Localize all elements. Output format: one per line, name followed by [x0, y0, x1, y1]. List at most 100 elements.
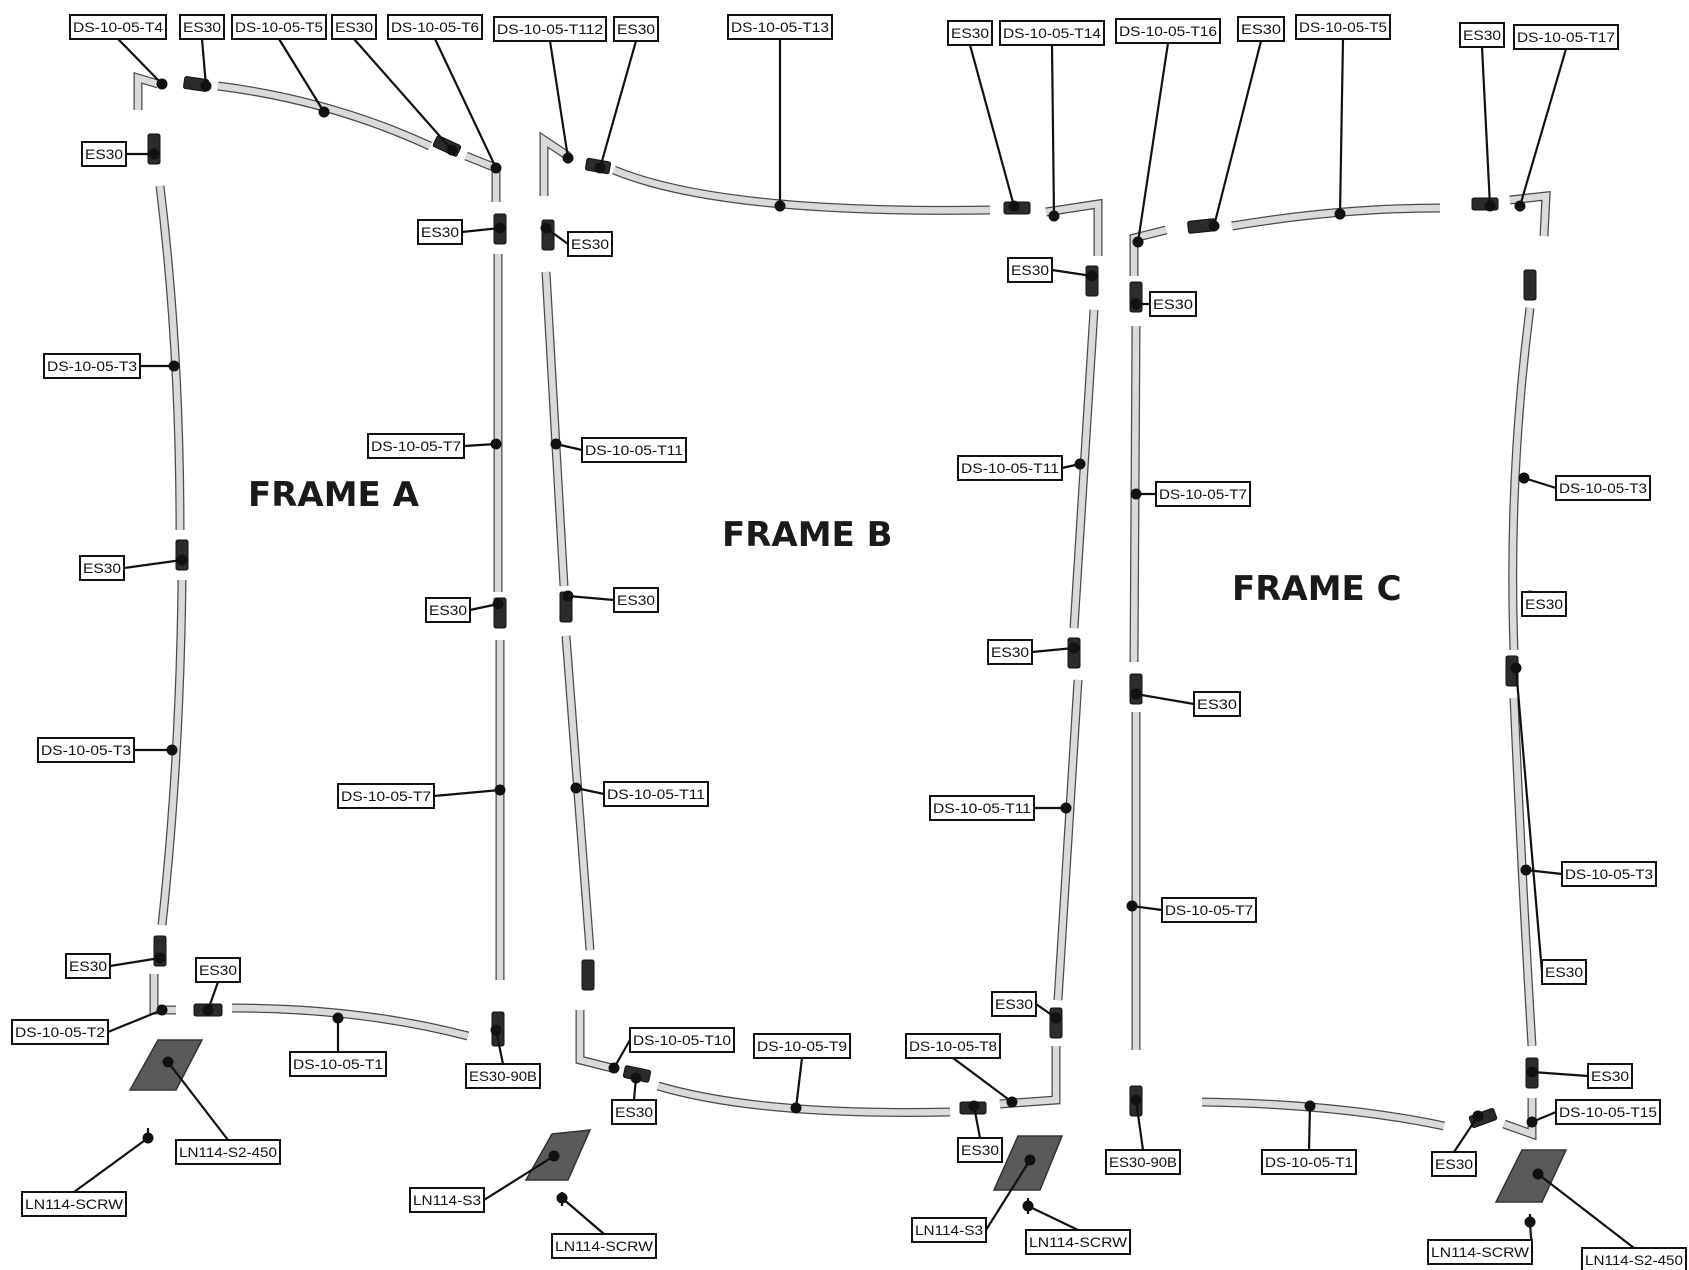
- leader-dot: [570, 782, 582, 794]
- callout-box: [289, 1051, 387, 1077]
- part-callout: DS-10-05-T7: [337, 783, 506, 809]
- part-callout: ES30: [594, 16, 659, 174]
- leader-line: [1027, 1205, 1079, 1231]
- callout-box: [613, 16, 659, 42]
- part-label: DS-10-05-T17: [1517, 29, 1615, 45]
- part-label: DS-10-05-T11: [585, 442, 683, 458]
- part-label: LN114-SCRW: [1431, 1244, 1530, 1260]
- part-callout: DS-10-05-T17: [1513, 24, 1619, 212]
- callout-box: [1541, 959, 1587, 985]
- part-label: ES30: [1545, 964, 1583, 980]
- part-label: DS-10-05-T3: [41, 742, 131, 758]
- part-label: ES30: [617, 21, 655, 37]
- callout-box: [1193, 691, 1241, 717]
- part-label: ES30: [615, 1104, 653, 1120]
- leader-line: [1136, 42, 1170, 243]
- part-label: ES30: [1525, 596, 1563, 612]
- part-callout: DS-10-05-T4: [69, 14, 168, 90]
- callout-box: [1155, 481, 1251, 507]
- part-label: LN114-SCRW: [555, 1238, 654, 1254]
- part-label: ES30: [1197, 696, 1237, 712]
- part-label: DS-10-05-T1: [293, 1056, 383, 1072]
- part-callout: LN114-SCRW: [1427, 1216, 1536, 1265]
- leader-dot: [490, 1024, 502, 1036]
- part-callout: ES30: [611, 1072, 657, 1125]
- leader-dot: [1532, 1168, 1544, 1180]
- part-callout: LN114-S3: [409, 1150, 560, 1213]
- leader-dot: [1526, 1116, 1538, 1128]
- callout-box: [567, 231, 613, 257]
- part-label: DS-10-05-T11: [607, 786, 705, 802]
- part-callout: ES30: [331, 14, 458, 156]
- part-callout: ES30: [947, 20, 1020, 212]
- leader-dot: [318, 106, 330, 118]
- leader-dot: [1514, 200, 1526, 212]
- part-callout: DS-10-05-T1: [1261, 1100, 1357, 1175]
- part-label: DS-10-05-T4: [73, 19, 163, 35]
- leader-dot: [1060, 802, 1072, 814]
- tube: [1054, 679, 1082, 1001]
- leader-dot: [562, 152, 574, 164]
- leader-line: [117, 38, 163, 85]
- callout-box: [493, 16, 607, 42]
- part-callout: DS-10-05-T11: [929, 795, 1072, 821]
- part-callout: LN114-SCRW: [21, 1132, 154, 1217]
- part-label: DS-10-05-T112: [497, 21, 603, 37]
- leader-line: [598, 40, 638, 169]
- callout-box: [231, 14, 327, 40]
- leader-line: [985, 1159, 1031, 1231]
- leader-dot: [492, 598, 504, 610]
- tube: [612, 166, 991, 214]
- part-label: ES30: [429, 602, 467, 618]
- part-callout: LN114-SCRW: [1022, 1200, 1131, 1255]
- leader-dot: [540, 222, 552, 234]
- part-callout: DS-10-05-T11: [550, 437, 687, 463]
- tube: [158, 579, 186, 926]
- leader-line: [968, 44, 1016, 207]
- leader-line: [434, 38, 497, 169]
- callout-box: [991, 991, 1037, 1017]
- leader-dot: [148, 148, 160, 160]
- part-callout: DS-10-05-T5: [231, 14, 330, 118]
- leader-dot: [968, 1100, 980, 1112]
- leader-dot: [168, 360, 180, 372]
- part-label: DS-10-05-T11: [961, 460, 1059, 476]
- leader-line: [73, 1137, 149, 1193]
- callout-box: [1007, 257, 1053, 283]
- part-label: ES30: [951, 25, 989, 41]
- part-label: ES30: [571, 236, 609, 252]
- part-callout: ES30: [1526, 1063, 1633, 1089]
- leader-dot: [200, 80, 212, 92]
- leader-dot: [154, 952, 166, 964]
- part-label: DS-10-05-T13: [731, 19, 829, 35]
- leader-dot: [1484, 200, 1496, 212]
- part-callout: LN114-S3: [911, 1154, 1036, 1243]
- leader-line: [1523, 476, 1557, 490]
- leader-dot: [630, 1072, 642, 1084]
- leader-dot: [1520, 864, 1532, 876]
- elbow-fitting: [576, 1010, 613, 1072]
- base-plate: [1494, 1149, 1568, 1203]
- part-callout: ES30: [1130, 291, 1197, 317]
- leader-dot: [1022, 1200, 1034, 1212]
- callout-box: [79, 555, 125, 581]
- part-label: LN114-S2-450: [179, 1144, 277, 1160]
- part-callout: ES30: [1510, 662, 1587, 985]
- part-label: DS-10-05-T5: [235, 19, 323, 35]
- callout-box: [1561, 861, 1657, 887]
- leader-line: [200, 38, 208, 87]
- callout-box: [1521, 591, 1567, 617]
- part-label: ES30-90B: [1109, 1154, 1177, 1170]
- part-callout: ES30-90B: [1105, 1094, 1181, 1175]
- part-callout: LN114-S2-450: [162, 1056, 281, 1165]
- part-callout: ES30: [1130, 688, 1241, 717]
- elbow-fitting: [134, 73, 159, 110]
- part-callout: DS-10-05-T7: [367, 433, 502, 459]
- callout-box: [37, 737, 135, 763]
- part-label: ES30: [183, 19, 221, 35]
- leader-dot: [608, 1062, 620, 1074]
- part-label: DS-10-05-T7: [371, 438, 461, 454]
- part-label: DS-10-05-T3: [47, 358, 137, 374]
- part-callout: DS-10-05-T10: [608, 1027, 735, 1074]
- leader-dot: [1086, 270, 1098, 282]
